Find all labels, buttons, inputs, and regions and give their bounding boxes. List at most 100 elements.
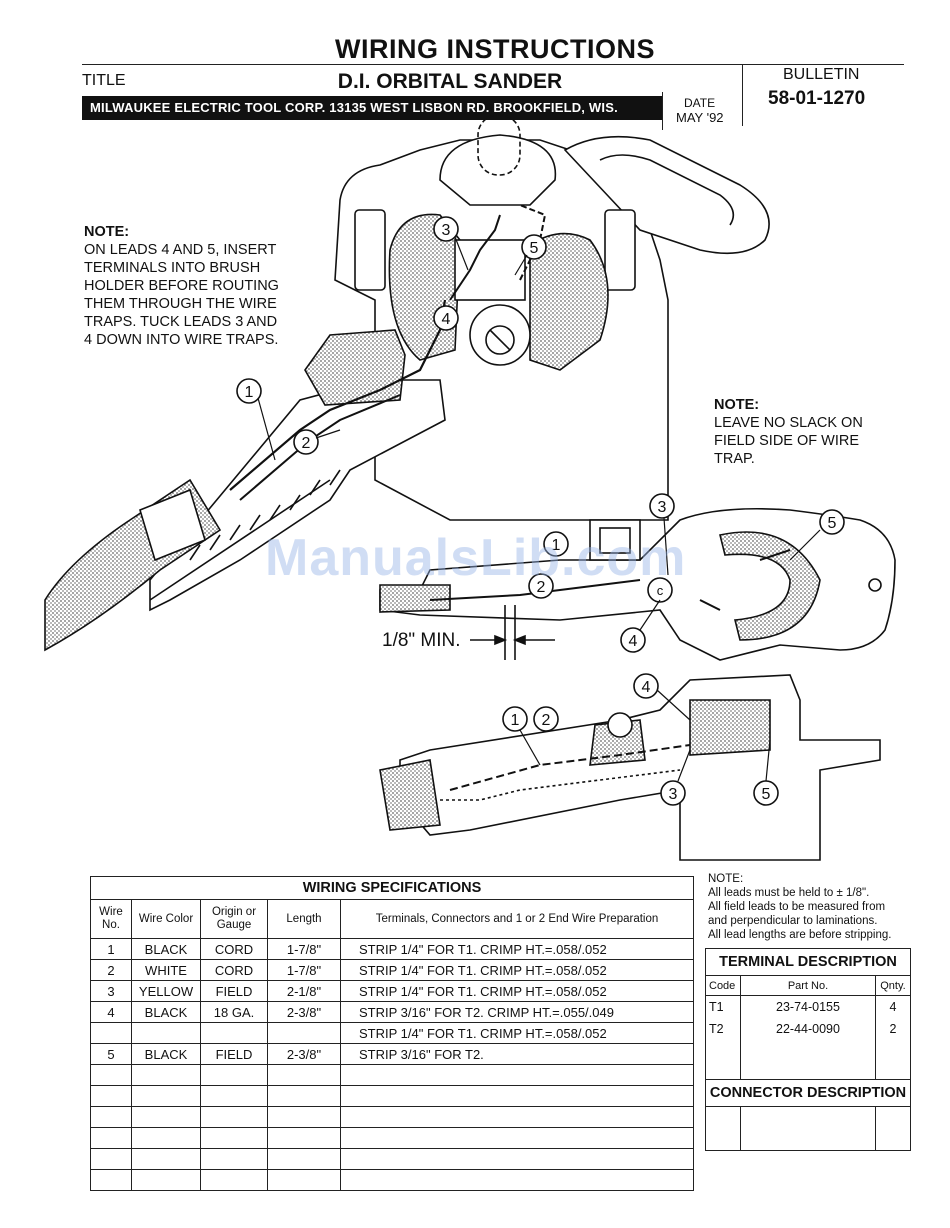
main-title: WIRING INSTRUCTIONS [335, 34, 655, 64]
connector-caption: CONNECTOR DESCRIPTION [705, 1079, 911, 1107]
callout-1-handle: 1 [245, 384, 254, 401]
terminal-caption: TERMINAL DESCRIPTION [705, 948, 911, 976]
empty-row [90, 1064, 694, 1086]
cell [90, 1022, 132, 1044]
col-wire-color: Wire Color [131, 899, 201, 939]
callout-2-base: 2 [537, 579, 546, 596]
cell [200, 1022, 268, 1044]
cell: 18 GA. [200, 1001, 268, 1023]
cell: STRIP 3/16" FOR T2. CRIMP HT.=.055/.049 [340, 1001, 694, 1023]
callout-5-top: 5 [530, 240, 539, 257]
empty-row [90, 1106, 694, 1128]
cell: FIELD [200, 1043, 268, 1065]
wiring-spec-caption: WIRING SPECIFICATIONS [90, 876, 694, 900]
cell: 2-1/8" [267, 980, 341, 1002]
cell: YELLOW [131, 980, 201, 1002]
bulletin-label: BULLETIN [783, 66, 860, 83]
cell: 5 [90, 1043, 132, 1065]
callout-1-side: 1 [511, 712, 520, 729]
callout-3-base: 3 [658, 499, 667, 516]
col-wire-no: Wire No. [90, 899, 132, 939]
empty-row [90, 1169, 694, 1191]
cell: STRIP 3/16" FOR T2. [340, 1043, 694, 1065]
table-row: T2 22-44-0090 2 [705, 1017, 911, 1040]
cell: 4 [90, 1001, 132, 1023]
field-coil-right [529, 232, 609, 371]
note-1-heading: NOTE: [84, 224, 130, 240]
cell: 2 [90, 959, 132, 981]
cell: 3 [90, 980, 132, 1002]
empty-row [90, 1127, 694, 1149]
watermark: ManualsLib.com [265, 529, 687, 587]
callout-2-side: 2 [542, 712, 551, 729]
cell: STRIP 1/4" FOR T1. CRIMP HT.=.058/.052 [340, 1022, 694, 1044]
side-detail [399, 674, 881, 861]
tolerance-note-text: All leads must be held to ± 1/8". All fi… [708, 887, 892, 941]
tolerance-note-heading: NOTE: [708, 873, 744, 885]
cell: 2-3/8" [267, 1001, 341, 1023]
col-code: Code [705, 975, 741, 996]
note-2-text: LEAVE NO SLACK ON FIELD SIDE OF WIRE TRA… [714, 415, 863, 467]
cell [131, 1022, 201, 1044]
date-value: MAY '92 [676, 110, 724, 125]
cell: STRIP 1/4" FOR T1. CRIMP HT.=.058/.052 [340, 959, 694, 981]
table-row: T1 23-74-0155 4 [705, 995, 911, 1018]
cell: 1-7/8" [267, 938, 341, 960]
cell: 1-7/8" [267, 959, 341, 981]
note-2: NOTE: LEAVE NO SLACK ON FIELD SIDE OF WIR… [714, 378, 863, 468]
title-label: TITLE [82, 72, 126, 89]
callout-2-handle: 2 [302, 435, 311, 452]
cell: T2 [705, 1017, 741, 1040]
callout-1-base: 1 [552, 537, 561, 554]
cell: T1 [705, 995, 741, 1018]
note-1: NOTE: ON LEADS 4 AND 5, INSERT TERMINALS … [84, 205, 279, 349]
bulletin-number: 58-01-1270 [768, 88, 866, 109]
wiring-spec-table: WIRING SPECIFICATIONS Wire No. Wire Colo… [90, 876, 694, 1191]
cell: 23-74-0155 [740, 995, 876, 1018]
top-knob [439, 134, 557, 206]
note-1-text: ON LEADS 4 AND 5, INSERT TERMINALS INTO … [84, 242, 279, 348]
note-2-heading: NOTE: [714, 397, 760, 413]
col-part-no: Part No. [740, 975, 876, 996]
min-dimension-label: 1/8" MIN. [382, 630, 461, 651]
top-handle [563, 135, 770, 255]
cell: WHITE [131, 959, 201, 981]
cell: 2-3/8" [267, 1043, 341, 1065]
header-divider-2 [662, 92, 663, 130]
header-divider [742, 64, 743, 126]
cell: STRIP 1/4" FOR T1. CRIMP HT.=.058/.052 [340, 980, 694, 1002]
callout-4-base: 4 [629, 633, 638, 650]
callout-4-top: 4 [442, 311, 451, 328]
tolerance-note: NOTE: All leads must be held to ± 1/8". … [708, 872, 891, 942]
empty-row [90, 1148, 694, 1170]
terminal-table: TERMINAL DESCRIPTION Code Part No. Qnty.… [705, 948, 911, 1151]
empty-row [90, 1085, 694, 1107]
cell: BLACK [131, 1001, 201, 1023]
col-length: Length [267, 899, 341, 939]
cell: BLACK [131, 938, 201, 960]
cell: CORD [200, 959, 268, 981]
callout-4-side: 4 [642, 679, 651, 696]
cell: 2 [875, 1017, 911, 1040]
callout-3-side: 3 [669, 786, 678, 803]
cell [267, 1022, 341, 1044]
callout-3-top: 3 [442, 222, 451, 239]
date-label: DATE [684, 96, 716, 110]
callout-c: c [657, 583, 664, 598]
col-origin: Origin or Gauge [200, 899, 268, 939]
cell: FIELD [200, 980, 268, 1002]
wiring-diagram: 3 5 4 1 2 3 1 2 5 4 c 4 1 2 3 5 [44, 114, 896, 861]
cell: CORD [200, 938, 268, 960]
table-row: STRIP 1/4" FOR T1. CRIMP HT.=.058/.052 [90, 1022, 694, 1044]
cell: STRIP 1/4" FOR T1. CRIMP HT.=.058/.052 [340, 938, 694, 960]
col-qnty: Qnty. [875, 975, 911, 996]
company-banner: MILWAUKEE ELECTRIC TOOL CORP. 13135 WEST… [82, 96, 662, 120]
cell: 22-44-0090 [740, 1017, 876, 1040]
callout-5-base: 5 [828, 515, 837, 532]
cell: BLACK [131, 1043, 201, 1065]
